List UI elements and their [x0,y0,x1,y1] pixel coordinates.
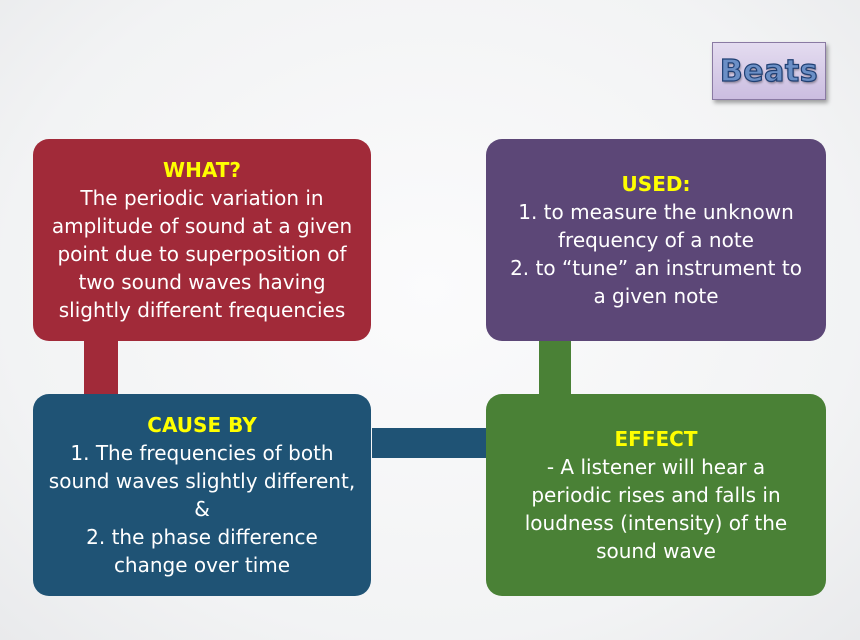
effect-line: - A listener will hear a [546,455,766,479]
effect-heading: EFFECT [614,427,698,451]
what-line: two sound waves having [78,270,326,294]
connector-what-cause [84,341,118,394]
used-line: 2. to “tune” an instrument to [510,256,802,280]
cause-line: 2. the phase difference [86,525,318,549]
connector-used-effect [539,341,571,394]
effect-line: periodic rises and falls in [531,483,781,507]
title-box: Beats [712,42,826,100]
what-line: slightly different frequencies [58,298,346,322]
cause-line: change over time [113,553,291,577]
effect-line: loudness (intensity) of the [524,511,788,535]
what-card: WHAT? The periodic variation in amplitud… [33,139,371,341]
what-line: point due to superposition of [57,242,347,266]
cause-line: sound waves slightly different, [48,469,356,493]
cause-line: & [194,497,210,521]
used-line: 1. to measure the unknown [518,200,794,224]
connector-cause-effect [372,428,486,458]
used-card: USED: 1. to measure the unknown frequenc… [486,139,826,341]
what-line: amplitude of sound at a given [51,214,353,238]
effect-line: sound wave [596,539,716,563]
slide-title: Beats [719,53,819,89]
cause-card: CAUSE BY 1. The frequencies of both soun… [33,394,371,596]
effect-card: EFFECT - A listener will hear a periodic… [486,394,826,596]
used-line: frequency of a note [558,228,754,252]
what-heading: WHAT? [163,158,241,182]
used-heading: USED: [621,172,691,196]
what-line: The periodic variation in [80,186,324,210]
used-line: a given note [593,284,719,308]
cause-line: 1. The frequencies of both [70,441,334,465]
cause-heading: CAUSE BY [147,413,257,437]
